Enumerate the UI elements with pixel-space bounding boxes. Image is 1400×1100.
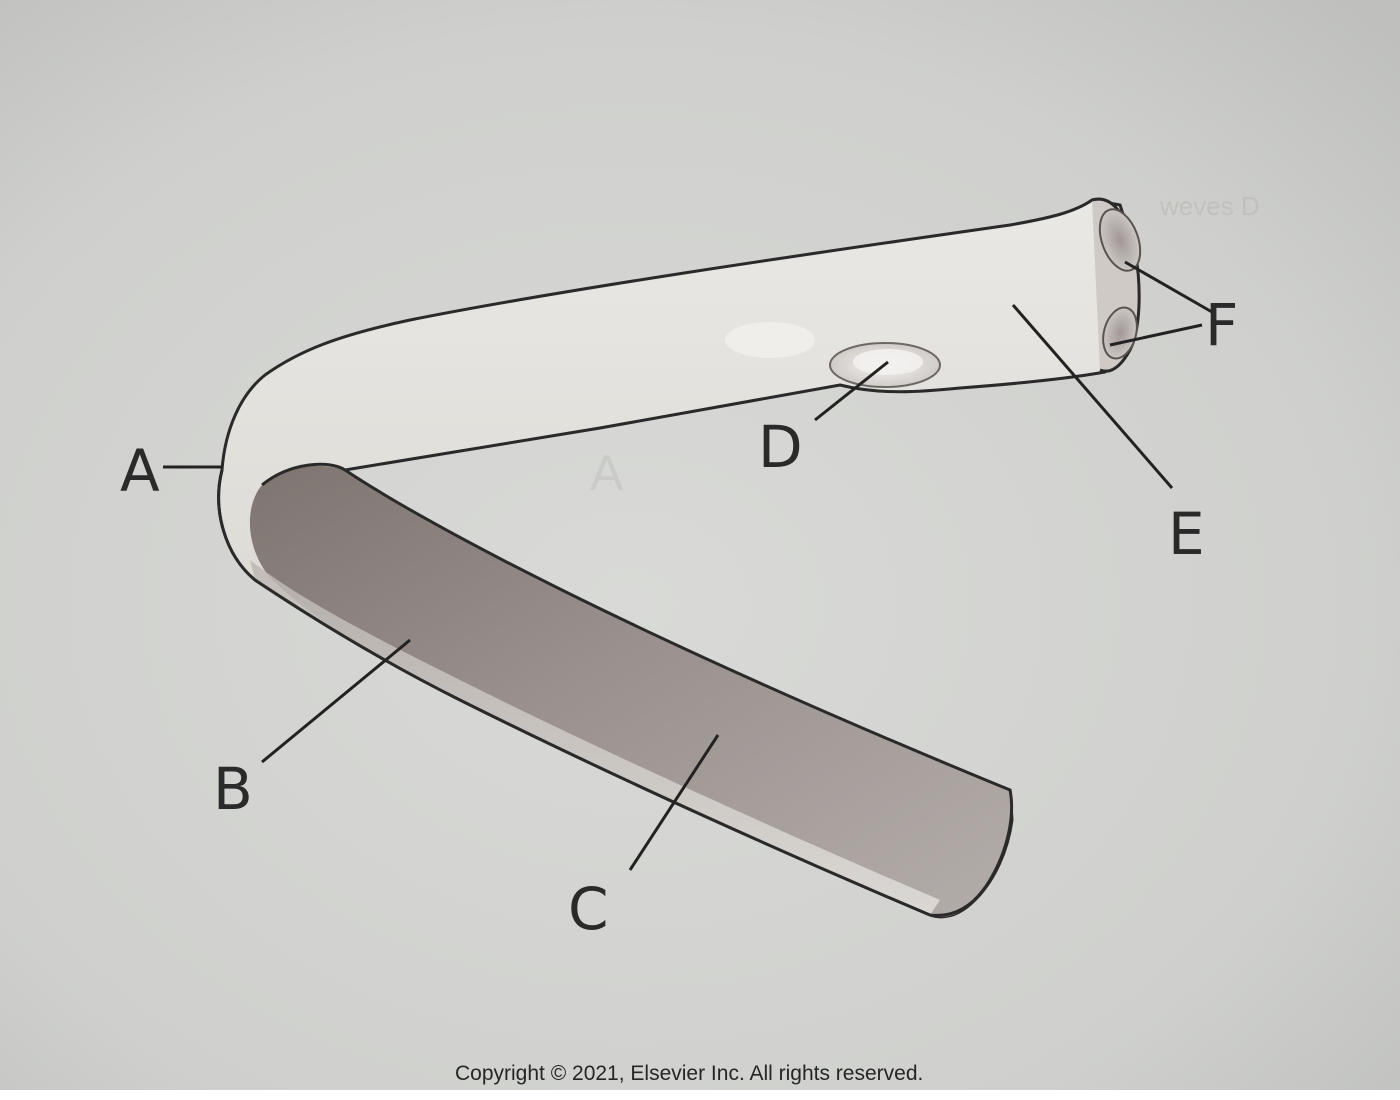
bottom-border <box>0 1090 1400 1100</box>
rib-shaft-inner <box>249 465 1013 917</box>
label-b: B <box>213 755 253 823</box>
leader-line-b <box>261 638 411 764</box>
copyright-notice: Copyright © 2021, Elsevier Inc. All righ… <box>455 1062 924 1085</box>
leader-line-d <box>814 360 889 422</box>
label-f: F <box>1205 291 1239 359</box>
rib-lower-outline <box>217 469 931 917</box>
label-a: A <box>120 437 160 505</box>
leader-line-f-lower <box>1109 323 1203 347</box>
rib-inner-bend <box>261 462 1011 792</box>
leader-line-e <box>1011 304 1174 489</box>
label-d: D <box>758 413 803 481</box>
label-e: E <box>1168 500 1205 568</box>
rib-neck-highlight <box>725 322 815 358</box>
rib-shaft-rim <box>250 560 940 915</box>
show-through-text: weves D <box>1159 191 1260 221</box>
leader-line-c <box>628 734 720 871</box>
label-c: C <box>568 875 609 943</box>
rib-neck-lower-edge <box>344 383 841 472</box>
rib-anterior-end <box>929 789 1014 917</box>
show-through-text: A <box>590 445 624 501</box>
leader-line-f-upper <box>1124 260 1213 314</box>
rib-head-facet-upper <box>1098 208 1142 272</box>
